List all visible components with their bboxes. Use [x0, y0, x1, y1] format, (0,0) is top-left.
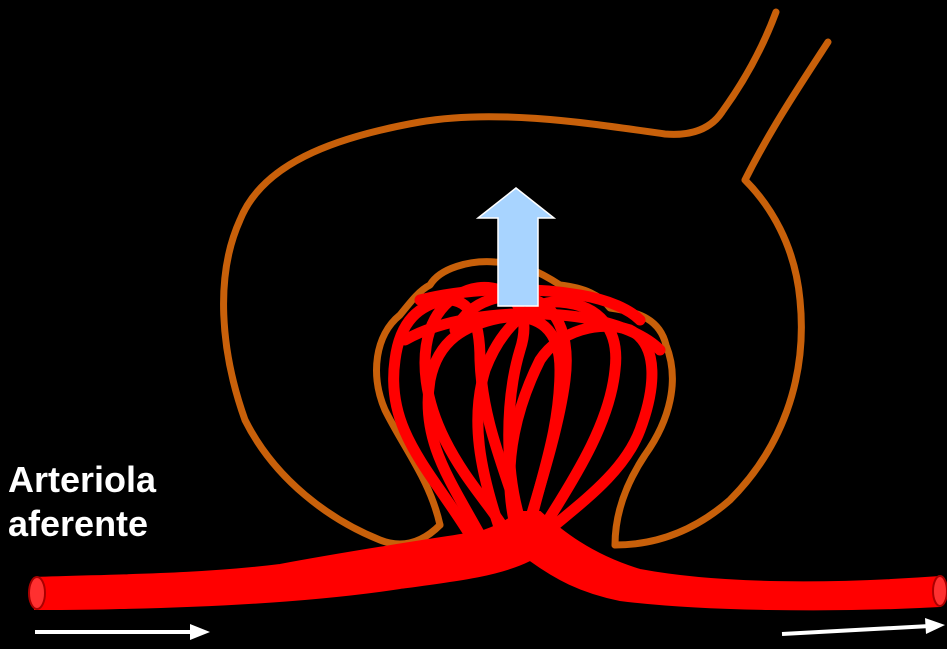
label-line-2: aferente	[8, 502, 156, 546]
vessel-end-right	[933, 576, 947, 606]
afferent-arteriole	[35, 512, 940, 609]
right-arrow-icon	[190, 624, 210, 640]
afferent-arteriole-label: Arteriola aferente	[8, 458, 156, 546]
flow-arrow-in	[35, 624, 210, 640]
label-line-1: Arteriola	[8, 458, 156, 502]
vessel-end-left	[29, 577, 45, 609]
flow-arrow-out	[782, 618, 945, 634]
right-arrow-icon	[925, 618, 945, 634]
